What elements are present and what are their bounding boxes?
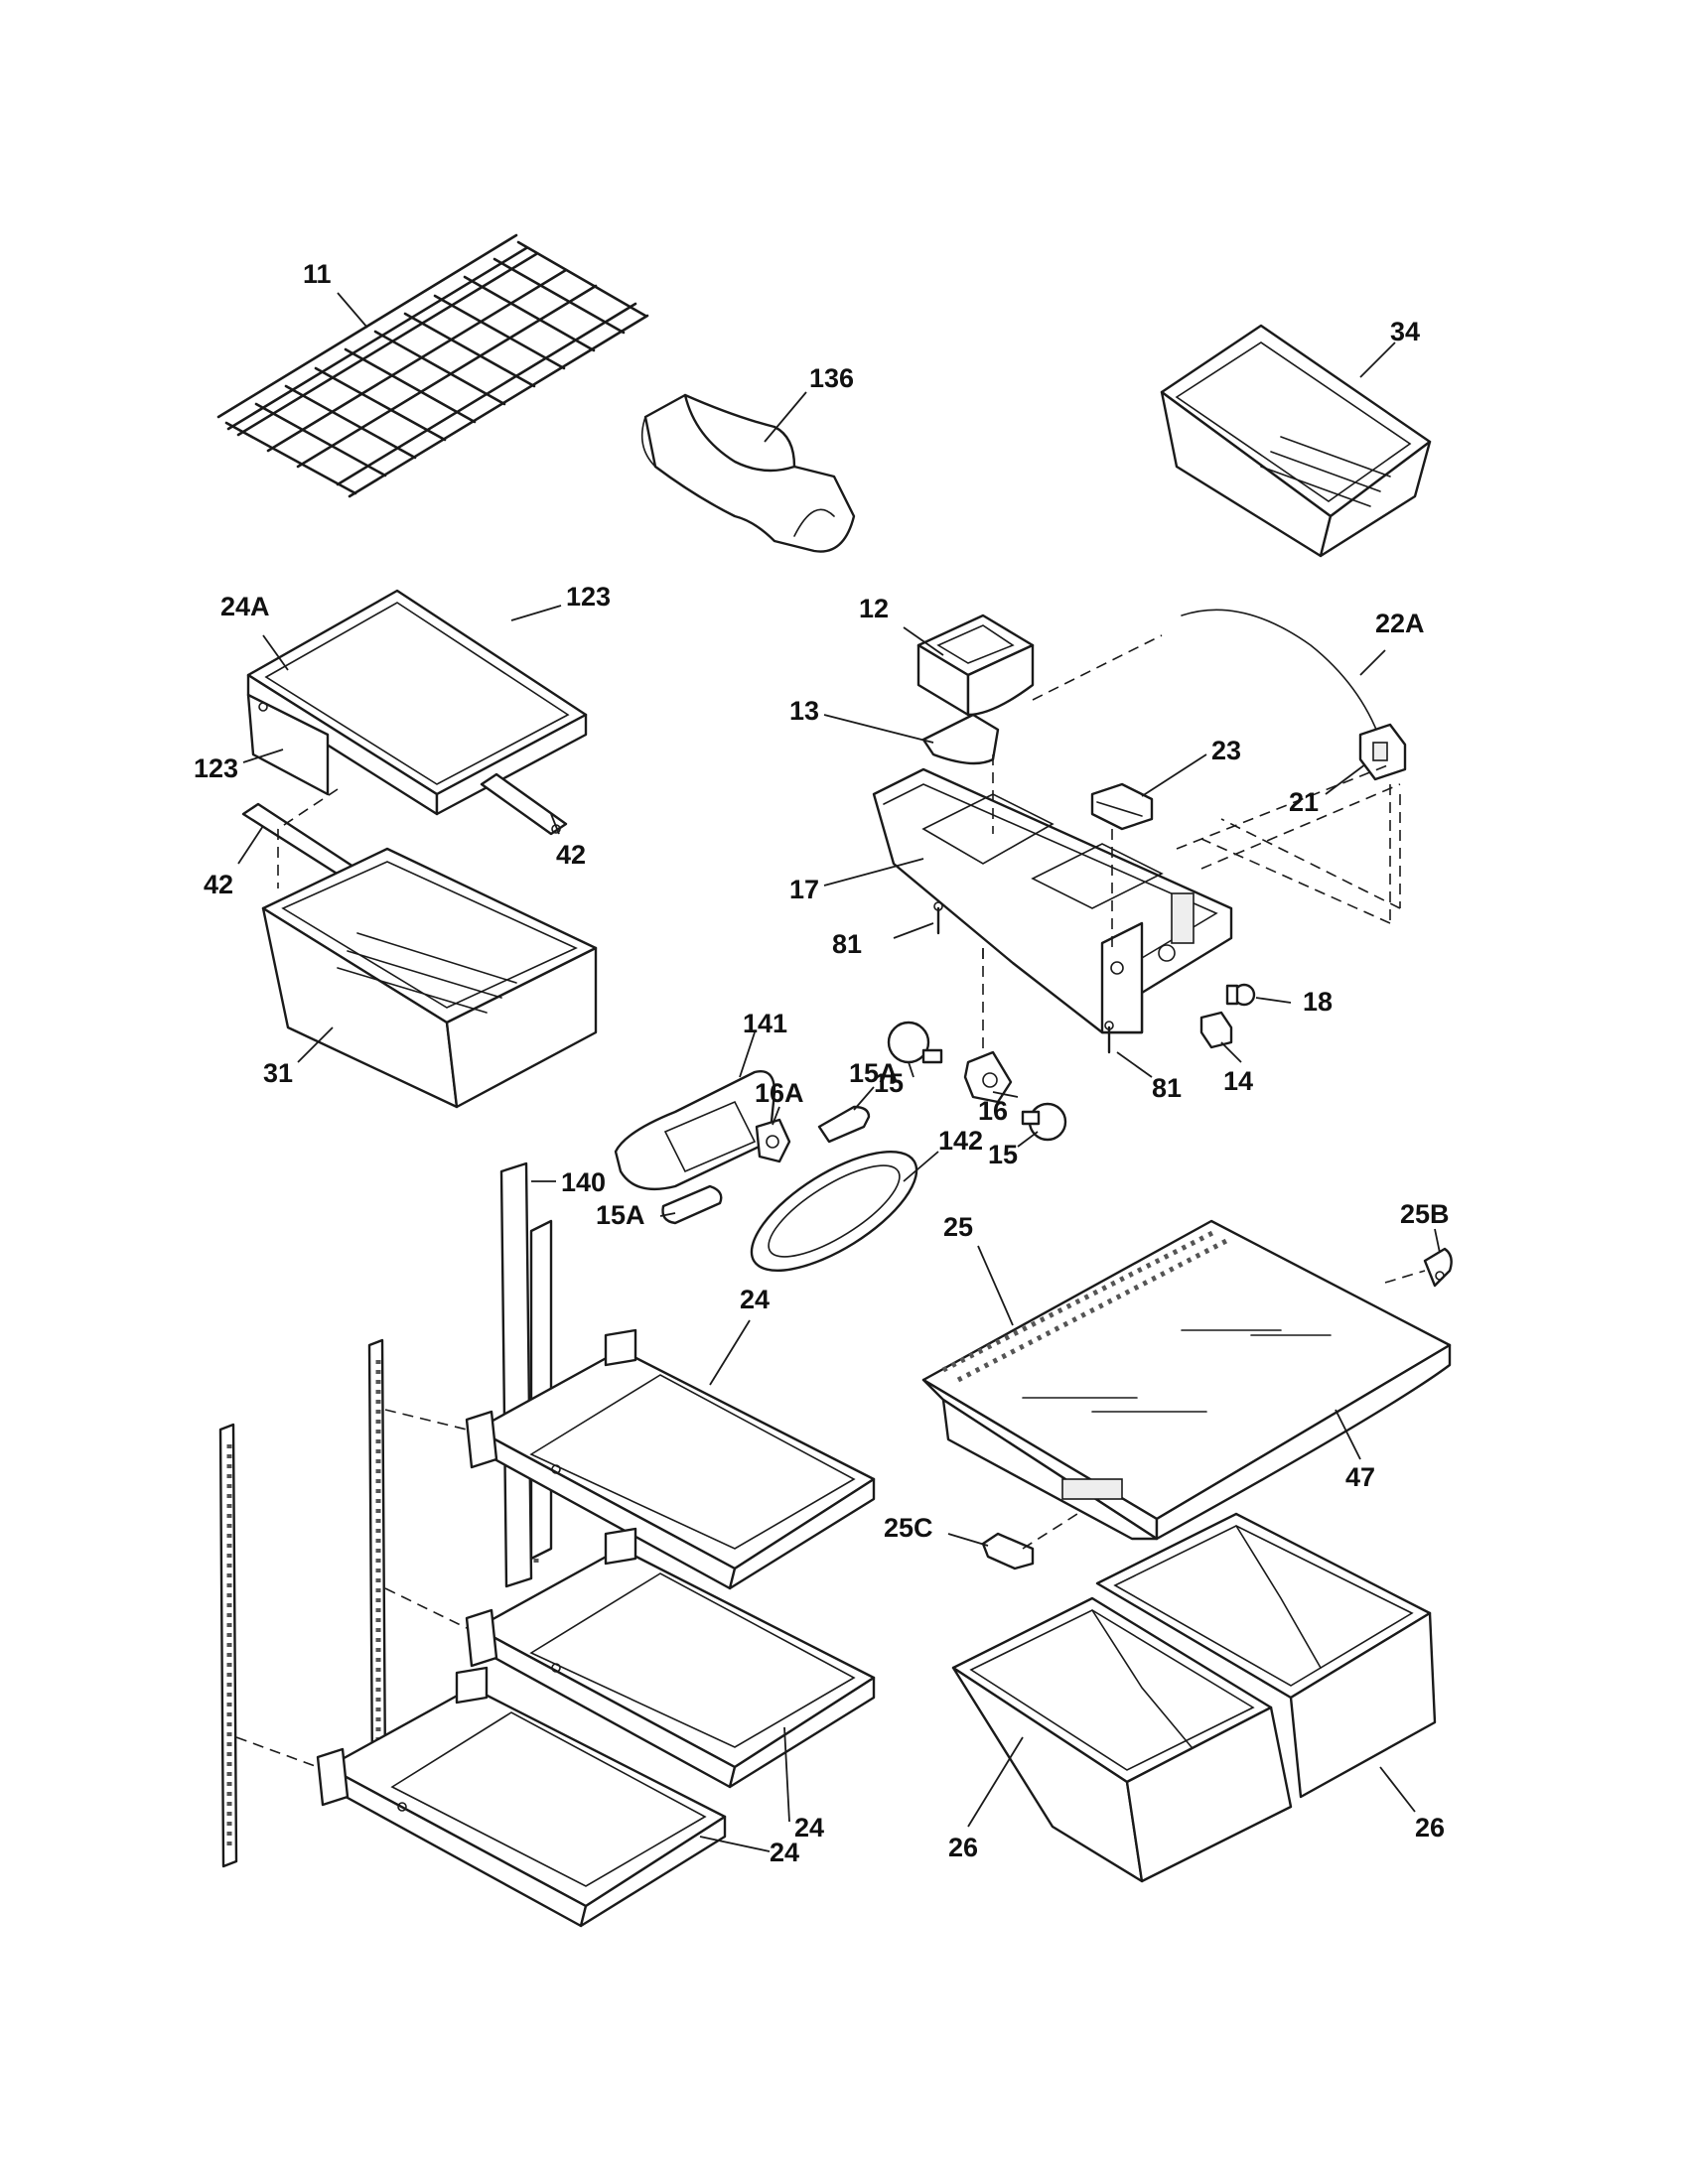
callout-140: 140 (561, 1167, 606, 1197)
callout-31: 31 (263, 1058, 293, 1088)
callout-25C: 25C (884, 1513, 933, 1543)
callout-81-left: 81 (832, 929, 862, 959)
callout-labels: 11 136 34 24A 123 123 42 42 31 12 13 22A… (194, 259, 1450, 1867)
thermostat-cable (1181, 609, 1381, 741)
leader-lines (237, 292, 1441, 1852)
callout-24-upper: 24 (740, 1285, 770, 1314)
glass-shelf-upper (246, 589, 588, 816)
callout-18: 18 (1303, 987, 1333, 1017)
callout-13: 13 (789, 696, 819, 726)
callout-14: 14 (1223, 1066, 1253, 1096)
shelf-ladder-far-left (218, 1423, 238, 1868)
callout-22A: 22A (1375, 609, 1425, 638)
thermostat (1358, 723, 1407, 781)
callout-15-left: 15 (874, 1068, 904, 1098)
callout-42-right: 42 (556, 840, 586, 870)
callout-123-lower: 123 (194, 753, 238, 783)
small-bin (1160, 324, 1432, 558)
callout-15-right: 15 (988, 1140, 1018, 1169)
slide-rail-right (480, 772, 568, 836)
callout-24-lower: 24 (770, 1838, 799, 1867)
lamp-socket (963, 1050, 1013, 1104)
lamp-socket-small (755, 1118, 791, 1163)
callout-47: 47 (1345, 1462, 1375, 1492)
switch-button (1225, 983, 1256, 1007)
control-knob-housing (916, 614, 1035, 717)
small-bulb-b (661, 1184, 723, 1225)
callout-136: 136 (809, 363, 854, 393)
callout-12: 12 (859, 594, 889, 623)
shelf-support-rail (499, 1161, 553, 1588)
screw-left (933, 901, 943, 935)
defrost-timer (1090, 782, 1154, 831)
light-bulb-b (1021, 1102, 1067, 1142)
cover-clip-c (981, 1532, 1035, 1570)
glass-shelf-24-lower (316, 1666, 727, 1928)
callout-123-upper: 123 (566, 582, 611, 612)
callout-34: 34 (1390, 317, 1420, 346)
callout-11: 11 (303, 259, 332, 289)
callout-26-right: 26 (1415, 1813, 1445, 1843)
callout-15A-upper: 15A (849, 1058, 899, 1088)
cover-clip-b (1423, 1247, 1453, 1288)
callout-26-left: 26 (948, 1833, 978, 1862)
callout-17: 17 (789, 875, 819, 904)
lamp-lens (750, 1151, 918, 1272)
light-bulb-a (887, 1021, 943, 1064)
callout-142: 142 (938, 1126, 983, 1156)
callout-16A: 16A (755, 1078, 804, 1108)
wire-shelf (216, 233, 649, 498)
callout-24A: 24A (220, 592, 270, 621)
bottle-holder (640, 393, 856, 553)
crisper-drawer-right (1095, 1512, 1437, 1799)
shelf-ladder-left (367, 1338, 387, 1779)
small-bulb-a (817, 1105, 871, 1144)
callout-141: 141 (743, 1009, 787, 1038)
screw-right (1104, 1021, 1114, 1054)
callout-81-right: 81 (1152, 1073, 1182, 1103)
crisper-drawer-left (951, 1596, 1293, 1883)
callout-25B: 25B (1400, 1199, 1450, 1229)
lamp-cover (614, 1070, 776, 1190)
light-shield (921, 713, 1000, 765)
crisper-cover (921, 1219, 1452, 1541)
control-housing (872, 767, 1233, 1034)
callout-21: 21 (1289, 787, 1319, 817)
large-drawer (261, 847, 598, 1109)
callout-15A-lower: 15A (596, 1200, 645, 1230)
callout-25: 25 (943, 1212, 973, 1242)
light-switch (1199, 1011, 1233, 1049)
callout-42-left: 42 (204, 870, 233, 899)
callout-23: 23 (1211, 736, 1241, 765)
callout-16: 16 (978, 1096, 1008, 1126)
callout-24-middle: 24 (794, 1813, 824, 1843)
glass-shelf-24-middle (465, 1527, 876, 1789)
glass-shelf-24-upper (465, 1328, 876, 1590)
